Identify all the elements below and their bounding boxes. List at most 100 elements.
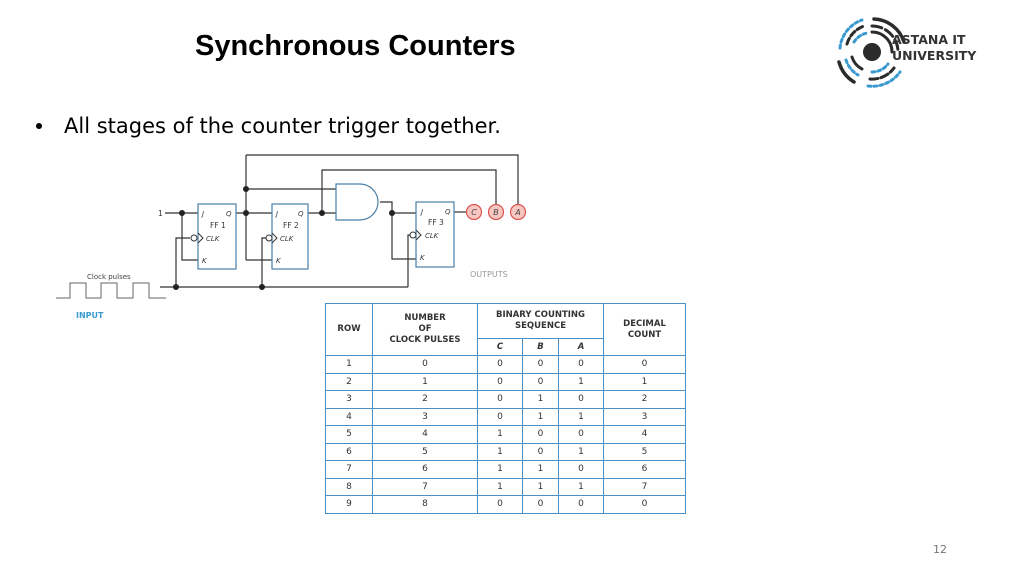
- junction-dot: [389, 210, 395, 216]
- table-cell: 9: [325, 495, 373, 514]
- table-cell: 4: [603, 425, 686, 444]
- table-cell: 1: [558, 442, 604, 461]
- junction-dot: [319, 210, 325, 216]
- table-cell: 0: [372, 355, 478, 374]
- table-cell: 3: [325, 390, 373, 409]
- output-a-wire: [246, 154, 519, 205]
- bullet-item: All stages of the counter trigger togeth…: [36, 114, 501, 138]
- outputs-label: OUTPUTS: [470, 270, 508, 279]
- ff1-q-label: Q: [226, 210, 232, 218]
- table-cell: 0: [558, 460, 604, 479]
- ff3-clk-wire: [407, 234, 410, 287]
- ff1-name: FF 1: [210, 221, 226, 230]
- table-cell: 8: [372, 495, 478, 514]
- table-cell: 7: [603, 477, 686, 496]
- ff2-k-label: K: [276, 257, 282, 265]
- table-cell: 1: [325, 355, 373, 374]
- header-binary-sequence: BINARY COUNTING SEQUENCE: [477, 303, 604, 339]
- table-cell: 0: [558, 425, 604, 444]
- table-cell: 0: [522, 372, 559, 391]
- table-cell: 2: [603, 390, 686, 409]
- logo-center-dot: [863, 43, 881, 61]
- ff2-name: FF 2: [283, 221, 299, 230]
- ff3-clk-label: CLK: [425, 232, 440, 240]
- table-cell: 1: [603, 372, 686, 391]
- ff3-k-wire: [391, 213, 416, 260]
- and-output-wire: [380, 201, 416, 214]
- table-cell: 0: [558, 390, 604, 409]
- output-a: A: [509, 203, 527, 221]
- ff2-q-label: Q: [298, 210, 304, 218]
- junction-dot: [243, 186, 249, 192]
- table-cell: 1: [477, 442, 523, 461]
- table-cell: 0: [522, 355, 559, 374]
- university-logo-icon: [837, 17, 906, 88]
- table-cell: 2: [325, 372, 373, 391]
- table-cell: 0: [477, 355, 523, 374]
- page-number: 12: [933, 543, 947, 556]
- table-cell: 0: [558, 495, 604, 514]
- ff2-clk-label: CLK: [280, 235, 295, 243]
- flip-flop-1: J Q FF 1 CLK K: [190, 203, 237, 270]
- output-b-label: B: [493, 208, 499, 217]
- input-label: INPUT: [76, 311, 104, 320]
- header-binary-line-1: BINARY COUNTING: [495, 310, 586, 320]
- table-cell: 7: [372, 477, 478, 496]
- output-b-wire: [321, 169, 497, 213]
- ff3-k-label: K: [420, 254, 426, 262]
- slide-title: Synchronous Counters: [195, 30, 516, 62]
- table-cell: 0: [522, 425, 559, 444]
- clock-pulses-label: Clock pulses: [87, 273, 131, 281]
- ff2-clk-wire: [261, 237, 266, 287]
- table-cell: 0: [522, 442, 559, 461]
- header-decimal-line-1: DECIMAL: [623, 318, 666, 329]
- output-c: C: [465, 203, 483, 221]
- ff2-j-label: J: [274, 210, 278, 218]
- ff1-clk-label: CLK: [206, 235, 221, 243]
- table-cell: 0: [477, 407, 523, 426]
- junction-dot: [179, 210, 185, 216]
- table-cell: 1: [477, 460, 523, 479]
- table-cell: 6: [325, 442, 373, 461]
- ff1-j-label: J: [200, 210, 204, 218]
- flip-flop-3: J Q FF 3 CLK K: [409, 201, 455, 268]
- header-bit-c: C: [477, 338, 523, 356]
- ff3-q-label: Q: [445, 208, 451, 216]
- table-cell: 4: [325, 407, 373, 426]
- header-pulses-line-3: CLOCK PULSES: [389, 335, 461, 345]
- table-cell: 8: [325, 477, 373, 496]
- table-cell: 1: [522, 407, 559, 426]
- table-cell: 1: [522, 477, 559, 496]
- table-cell: 4: [372, 425, 478, 444]
- table-cell: 1: [558, 477, 604, 496]
- header-clock-pulses: NUMBER OF CLOCK PULSES: [372, 303, 478, 356]
- table-cell: 0: [477, 495, 523, 514]
- flip-flop-2: J Q FF 2 CLK K: [265, 203, 309, 270]
- header-row: ROW: [325, 303, 373, 356]
- logo-line-2: UNIVERSITY: [892, 48, 977, 63]
- logo-line-1: ASTANA IT: [892, 32, 966, 47]
- table-cell: 5: [603, 442, 686, 461]
- header-decimal-line-2: COUNT: [627, 329, 662, 340]
- input-one-label: 1: [158, 209, 163, 218]
- ff1-jk-wire: [181, 213, 200, 261]
- table-cell: 3: [372, 407, 478, 426]
- ff3-j-label: J: [419, 208, 423, 216]
- table-cell: 1: [477, 477, 523, 496]
- table-cell: 0: [477, 390, 523, 409]
- header-pulses-line-1: NUMBER: [404, 313, 446, 323]
- header-binary-line-2: SEQUENCE: [514, 321, 567, 331]
- junction-dot: [259, 284, 265, 290]
- table-cell: 5: [372, 442, 478, 461]
- table-cell: 5: [325, 425, 373, 444]
- output-b: B: [487, 203, 505, 221]
- table-cell: 3: [603, 407, 686, 426]
